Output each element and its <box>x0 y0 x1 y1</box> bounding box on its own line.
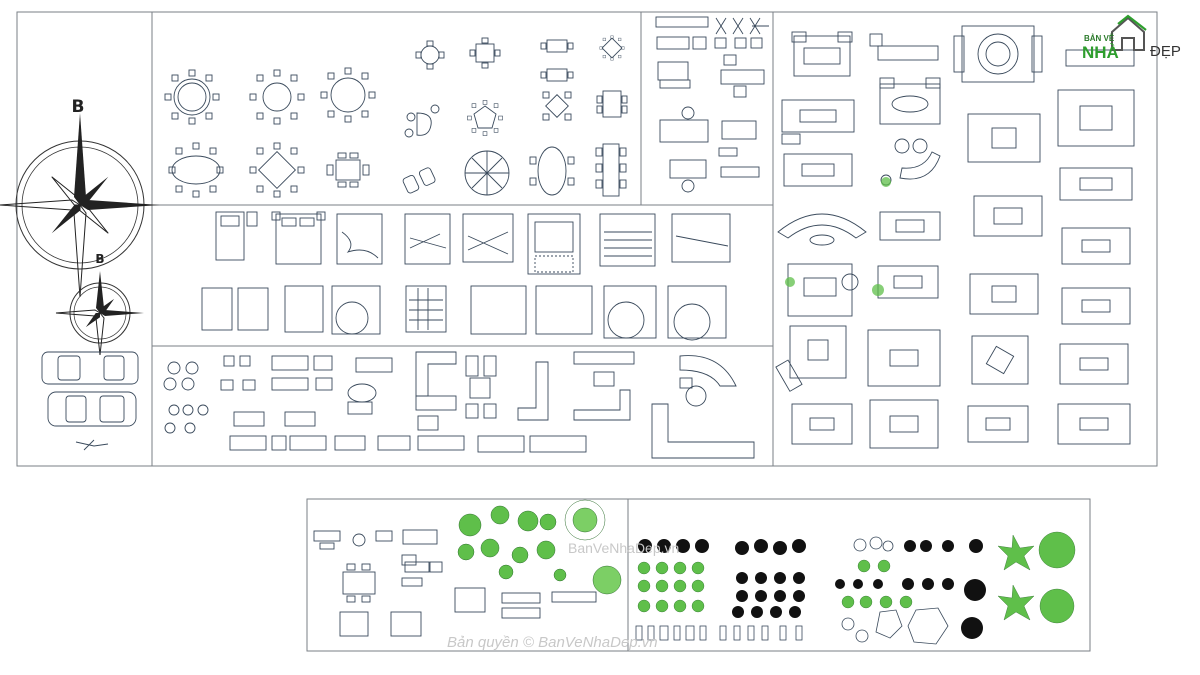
office-furniture <box>655 16 769 193</box>
potted-plants <box>785 177 891 296</box>
green-tree-cluster <box>457 499 622 595</box>
car-blocks <box>41 351 139 451</box>
upper-frame <box>16 11 1158 467</box>
brand-logo: BẢN VẼ NHÀ ĐẸP <box>1082 14 1181 62</box>
living-room-sets <box>775 25 1135 449</box>
lower-frame <box>306 498 1091 652</box>
logo-line2: NHÀ <box>1082 43 1119 62</box>
lower-office-furniture <box>313 529 597 637</box>
logo-line3: ĐẸP <box>1150 43 1181 60</box>
sofa-sets <box>163 351 755 459</box>
logo-line1: BẢN VẼ <box>1084 34 1115 43</box>
compass-large: B <box>0 97 160 298</box>
watermark-bottom: Bản quyền © BanVeNhaDep.vn <box>447 634 658 651</box>
compass-small-north-label: B <box>95 252 104 266</box>
compass-north-label: B <box>72 97 85 117</box>
panel-frames <box>16 11 1158 652</box>
compass-small: B <box>55 252 144 356</box>
beds <box>201 211 731 341</box>
watermark-center: BanVeNhaDep.vn <box>568 540 679 556</box>
dining-tables <box>164 35 628 198</box>
plant-symbols <box>635 531 1076 645</box>
